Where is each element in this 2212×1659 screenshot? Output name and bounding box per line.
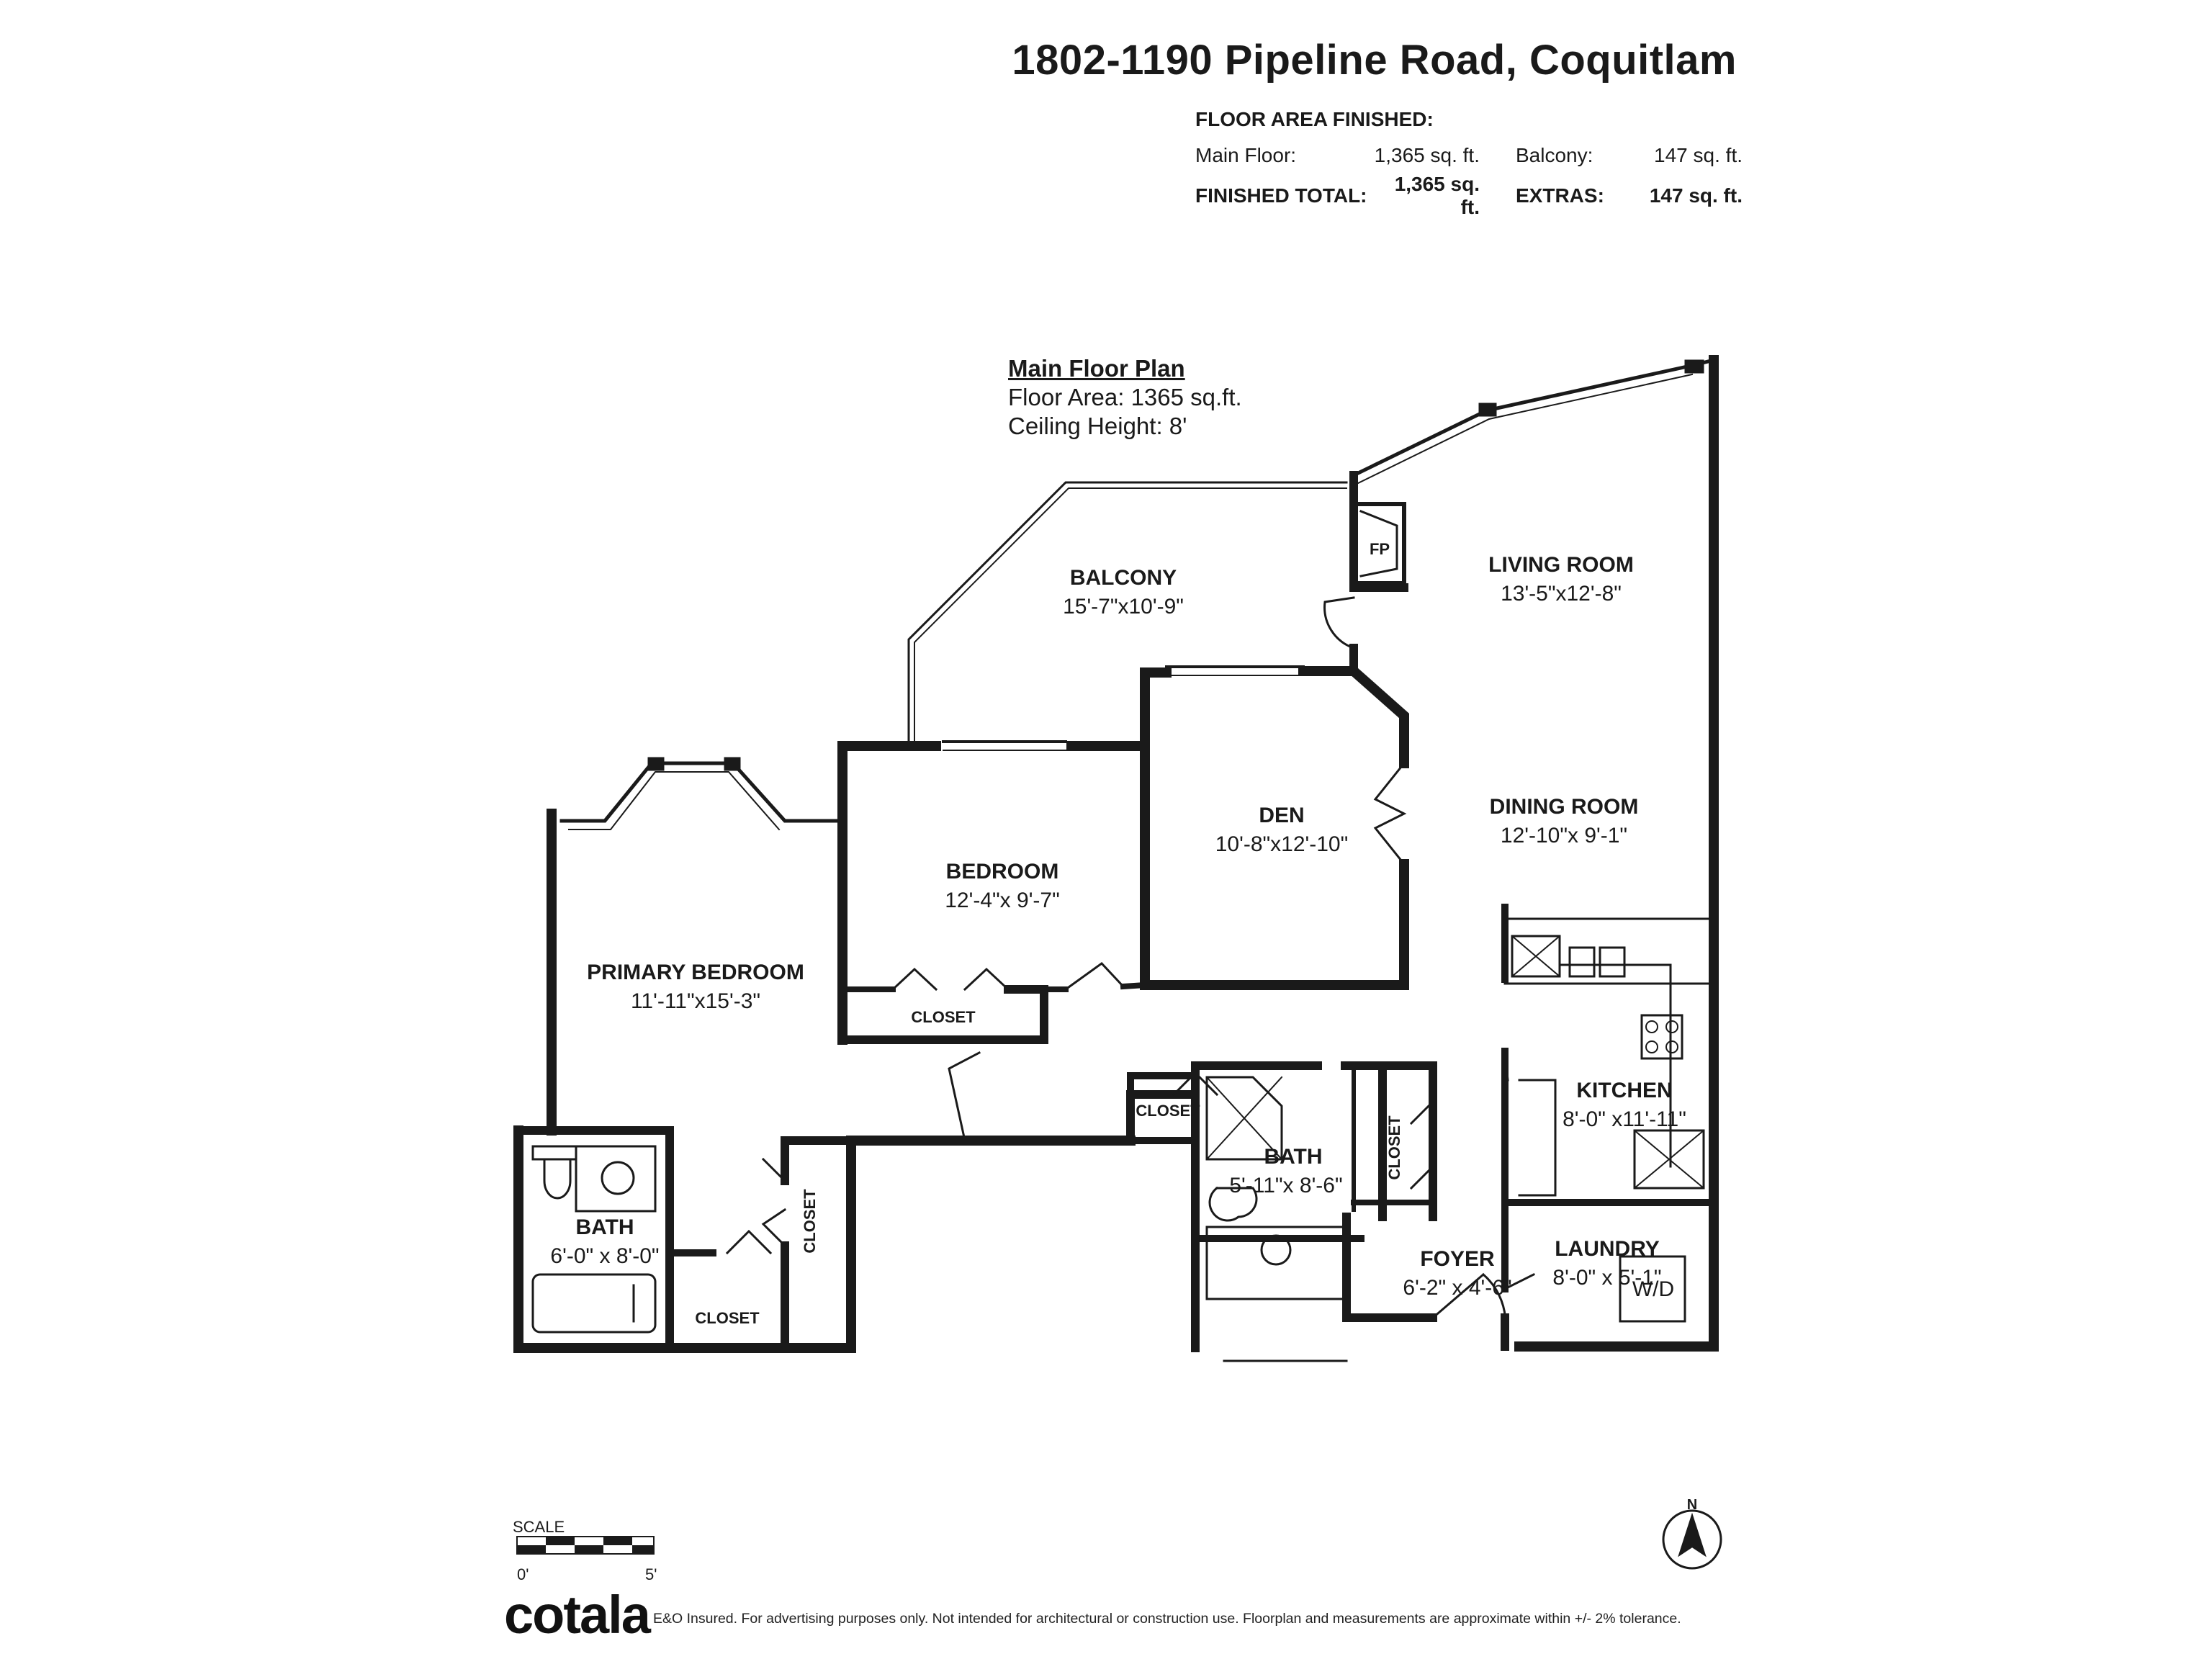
room-label-den: DEN xyxy=(1259,804,1304,827)
room-label-dining-room: DINING ROOM xyxy=(1490,795,1639,819)
extras-label: EXTRAS: xyxy=(1516,184,1604,207)
scale-start: 0' xyxy=(517,1565,529,1583)
den-wall xyxy=(1140,667,1172,751)
bedroom-wall xyxy=(837,741,941,826)
balcony-area-label: Balcony: xyxy=(1516,144,1593,166)
room-label-bath-main: BATH xyxy=(1264,1145,1322,1169)
floor-area-table: FLOOR AREA FINISHED: Main Floor: 1,365 s… xyxy=(1195,108,1743,218)
exterior-wall-right xyxy=(1514,355,1719,1352)
floor-area-total-row: FINISHED TOTAL: 1,365 sq. ft. EXTRAS: 14… xyxy=(1195,173,1743,218)
room-label-laundry: LAUNDRY xyxy=(1555,1237,1660,1261)
finished-total-value: 1,365 sq. ft. xyxy=(1394,173,1480,218)
room-dims-foyer: 6'-2" x 4'-6" xyxy=(1403,1276,1511,1300)
closet-label-hall: CLOSET xyxy=(1136,1102,1200,1120)
room-dims-laundry: 8'-0" x 5'-1" xyxy=(1552,1266,1661,1290)
north-arrow-icon: N xyxy=(1662,1497,1722,1570)
balcony-area-value: 147 sq. ft. xyxy=(1654,144,1743,166)
closet-label-bedroom: CLOSET xyxy=(911,1008,976,1026)
room-dims-balcony: 15'-7"x10'-9" xyxy=(1063,595,1184,619)
scale-end: 5' xyxy=(645,1565,657,1583)
fireplace-label: FP xyxy=(1370,540,1390,558)
extras-value: 147 sq. ft. xyxy=(1649,184,1743,207)
property-address: 1802-1190 Pipeline Road, Coquitlam xyxy=(1012,37,1737,84)
plan-caption: Main Floor Plan Floor Area: 1365 sq.ft. … xyxy=(1008,354,1242,441)
finished-total-label: FINISHED TOTAL: xyxy=(1195,184,1367,207)
room-dims-den: 10'-8"x12'-10" xyxy=(1215,832,1349,856)
room-dims-kitchen: 8'-0" x11'-11" xyxy=(1563,1107,1686,1131)
room-dims-bedroom: 12'-4"x 9'-7" xyxy=(945,889,1060,912)
plan-title: Main Floor Plan xyxy=(1008,355,1185,382)
room-label-kitchen: KITCHEN xyxy=(1576,1079,1672,1102)
room-label-foyer: FOYER xyxy=(1420,1247,1495,1271)
room-dims-bath-ensuite: 6'-0" x 8'-0" xyxy=(550,1244,659,1268)
room-dims-dining-room: 12'-10"x 9'-1" xyxy=(1501,824,1627,848)
main-floor-label: Main Floor: xyxy=(1195,144,1297,166)
foyer-wall xyxy=(1342,1213,1437,1322)
north-label: N xyxy=(1687,1497,1697,1513)
cotala-logo: cotala xyxy=(504,1585,651,1645)
primary-bedroom-window xyxy=(559,761,845,823)
room-label-bedroom: BEDROOM xyxy=(946,860,1059,884)
closet-label-bath: CLOSET xyxy=(1385,1115,1403,1180)
floor-area-row: Main Floor: 1,365 sq. ft. Balcony: 147 s… xyxy=(1195,138,1743,173)
disclaimer: E&O Insured. For advertising purposes on… xyxy=(653,1611,1681,1627)
plan-ceiling-height: Ceiling Height: 8' xyxy=(1008,413,1187,439)
floor-area-heading: FLOOR AREA FINISHED: xyxy=(1195,108,1434,130)
main-floor-value: 1,365 sq. ft. xyxy=(1374,144,1480,166)
room-label-primary-bedroom: PRIMARY BEDROOM xyxy=(587,961,804,984)
room-label-bath-ensuite: BATH xyxy=(575,1215,634,1239)
closet-label-ensuite-side: CLOSET xyxy=(801,1189,819,1254)
balcony-outline xyxy=(907,481,1348,745)
plan-floor-area: Floor Area: 1365 sq.ft. xyxy=(1008,384,1242,410)
closet-label-ensuite: CLOSET xyxy=(695,1309,760,1327)
room-dims-living-room: 13'-5"x12'-8" xyxy=(1501,582,1622,606)
room-dims-bath-main: 5'-11"x 8'-6" xyxy=(1229,1174,1342,1197)
washer-dryer-label: W/D xyxy=(1632,1277,1674,1301)
scale-label: SCALE xyxy=(513,1518,565,1536)
room-label-living-room: LIVING ROOM xyxy=(1488,553,1634,577)
scale-bar xyxy=(516,1536,655,1555)
room-dims-primary-bedroom: 11'-11"x15'-3" xyxy=(631,989,760,1013)
room-label-balcony: BALCONY xyxy=(1070,566,1177,590)
living-room-window xyxy=(1351,357,1717,478)
